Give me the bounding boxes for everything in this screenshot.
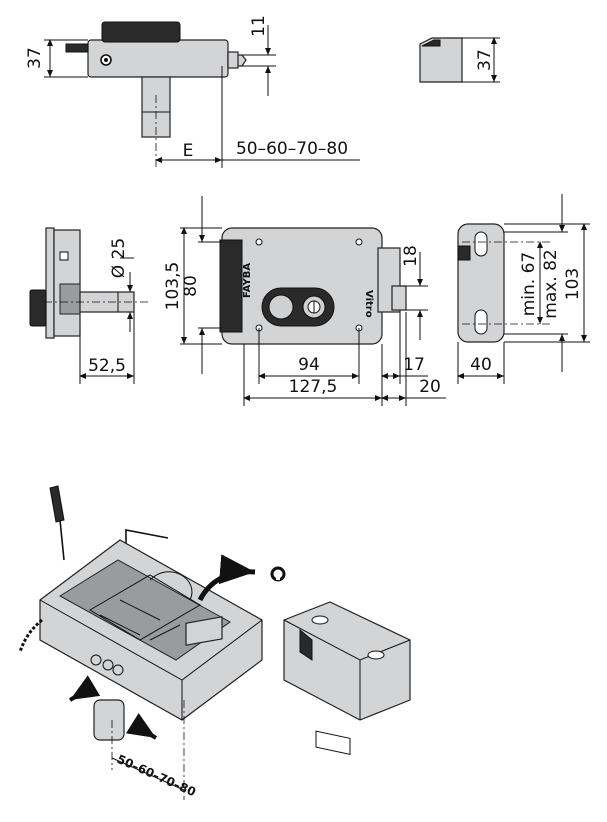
front-lock-motor [219,239,243,333]
dim-bolt-projection-2: 20 [419,377,441,397]
top-lock-motor [101,21,181,43]
arrow-icon [68,675,101,702]
top-view: 37 11 E 50–60–70–80 [25,15,360,168]
screwdriver-icon [49,485,65,561]
dim-cylinder-offset: 18 [401,245,421,267]
dim-top-backsets: 50–60–70–80 [236,139,348,159]
keeper-slot-bottom [474,309,488,335]
front-spindle-hole [268,294,294,320]
dim-keeper-min: min. 67 [519,252,539,317]
top-lock-lever [65,43,89,53]
dim-top-e: E [183,141,194,161]
dim-lock-height-outer: 103,5 [163,262,183,311]
front-view: FAYBA Vitro 103,5 80 18 94 17 [163,196,446,406]
dim-front-backset: 52,5 [88,356,126,376]
dim-iso-backsets: 50–60–70–80 [115,752,198,799]
keeper-front-tab [457,245,471,261]
iso-keeper [283,601,411,721]
dim-bolt-projection-1: 17 [403,355,425,375]
dim-lock-height-inner: 80 [181,275,201,297]
iso-spindle [93,699,125,741]
side-faceplate [45,227,55,339]
dim-keeper-max: max. 82 [541,249,561,318]
keeper-top-view: 37 [419,37,500,83]
circlip-icon [270,566,286,582]
side-housing [53,229,81,337]
front-latch-bolt [391,285,407,311]
keeper-slot-top [474,231,488,257]
svg-text:FAYBA: FAYBA [242,263,253,298]
dim-front-diameter: Ø 25 [109,238,129,278]
keeper-top-body [419,37,463,83]
side-view: Ø 25 52,5 [29,227,150,384]
keeper-front-view: min. 67 max. 82 103 40 [457,194,590,384]
side-motor [29,289,47,327]
dim-keeper-total: 103 [563,268,583,300]
dim-top-height: 37 [25,47,45,69]
dim-lock-width-inner: 94 [298,355,320,375]
dim-top-offset: 11 [249,15,269,37]
brand-label: Vitro [363,290,374,318]
dim-keeper-width: 40 [470,355,492,375]
dim-keeper-height: 37 [475,49,495,71]
isometric-view: 50–60–70–80 [18,485,411,800]
dim-lock-width-outer: 127,5 [289,377,338,397]
